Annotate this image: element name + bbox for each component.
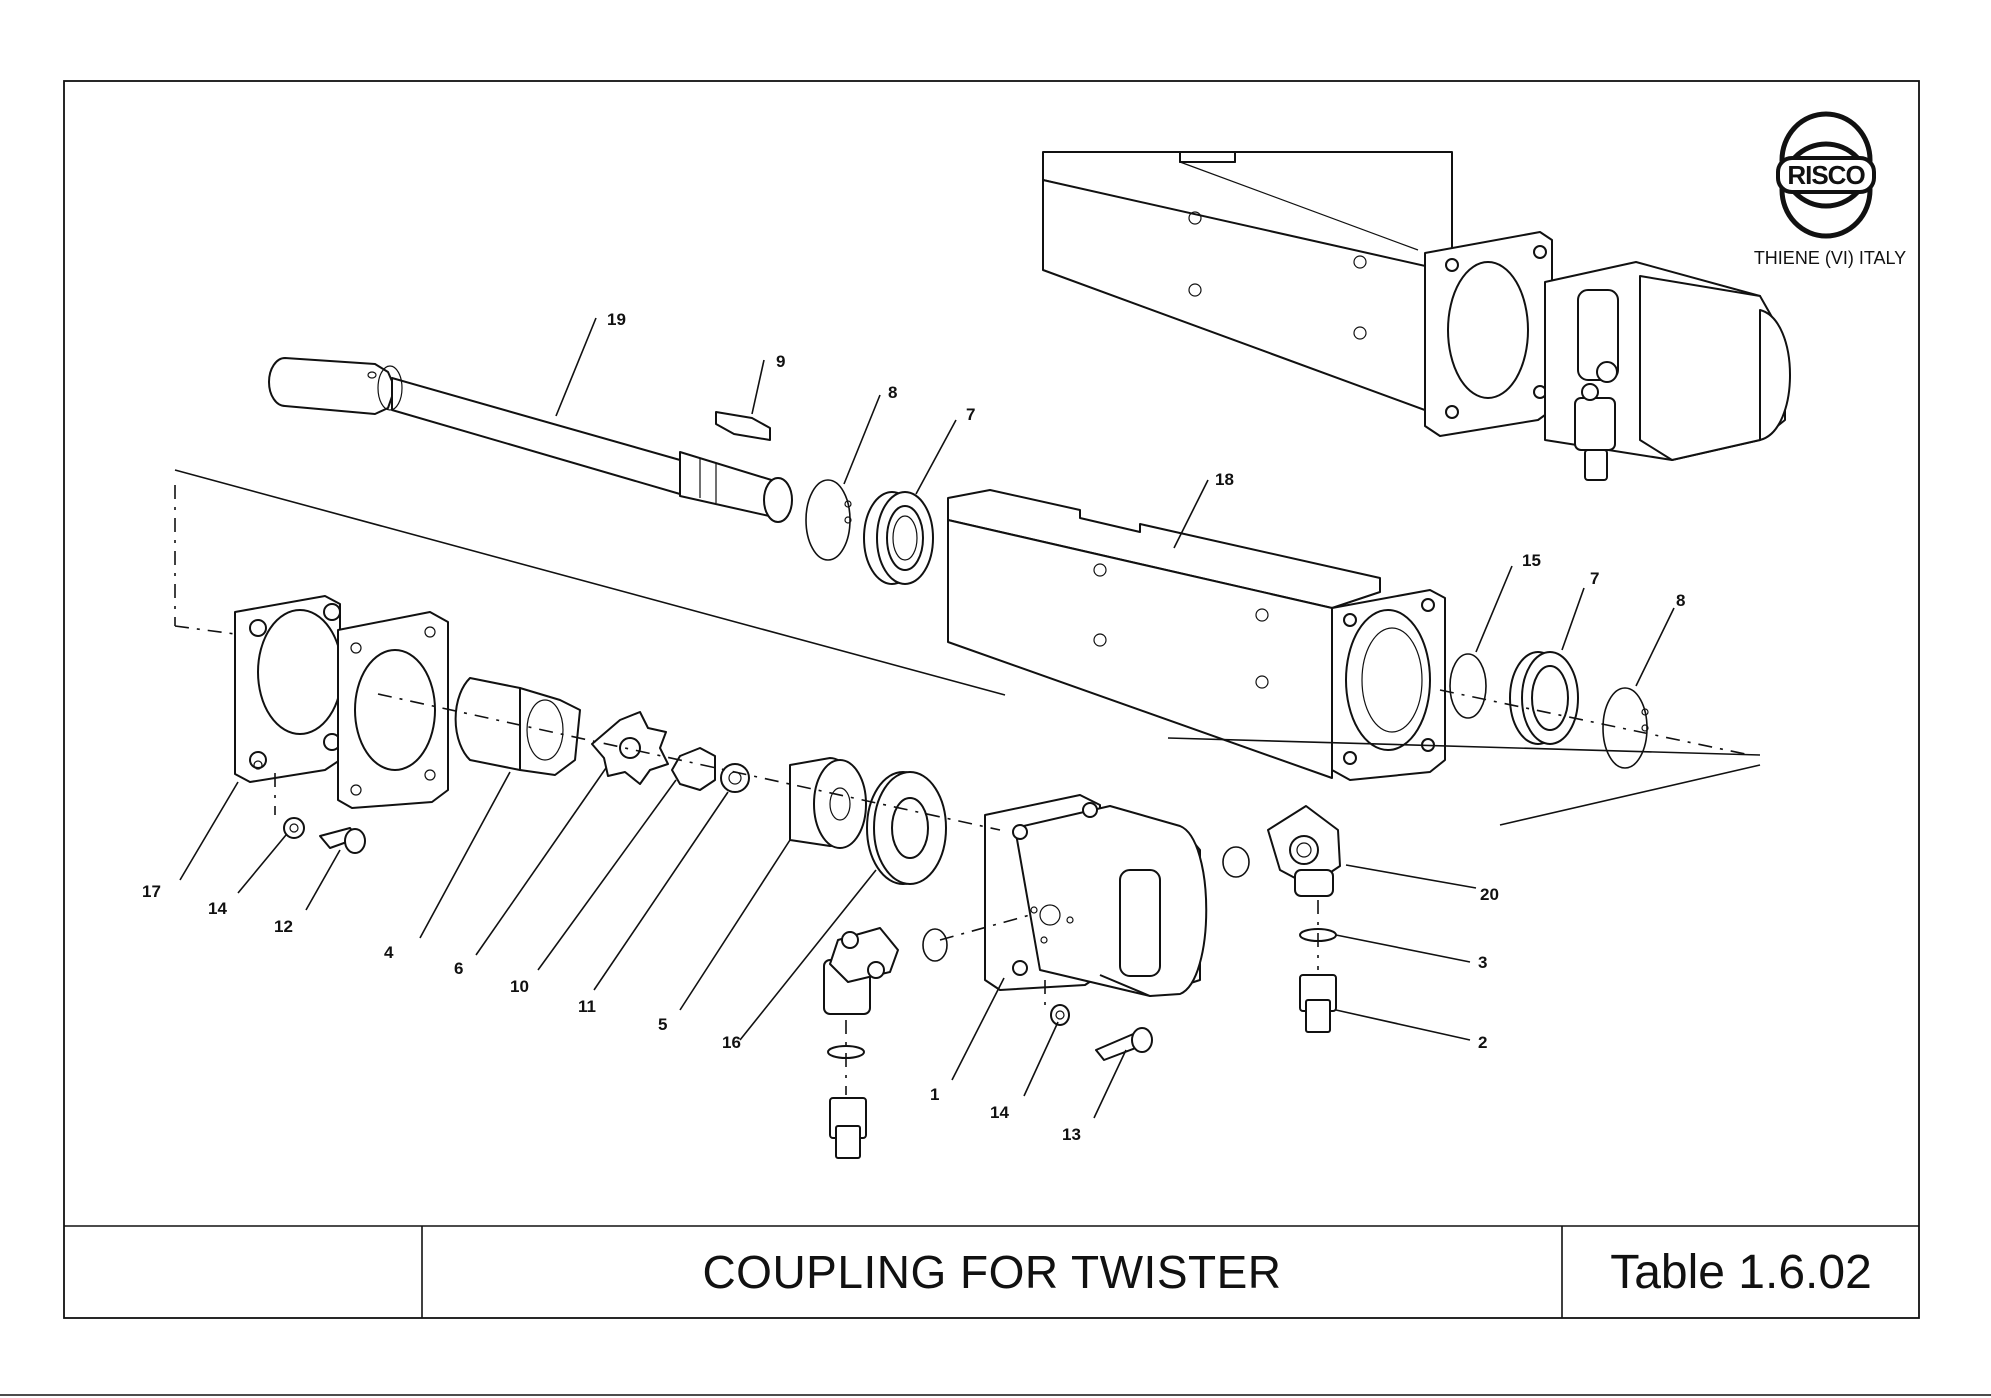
screw-12	[319, 827, 366, 854]
coupling-half-4	[454, 677, 581, 776]
coupling-half-5	[789, 757, 867, 849]
table-number: Table 1.6.02	[1610, 1245, 1872, 1299]
shaft-19	[268, 357, 793, 523]
callout-18: 18	[1215, 470, 1234, 489]
callout-11: 11	[578, 997, 596, 1016]
drawing-title: COUPLING FOR TWISTER	[702, 1246, 1282, 1298]
callout-4: 4	[384, 943, 394, 962]
screw-13	[1095, 1027, 1153, 1061]
callout-10: 10	[510, 977, 529, 996]
callout-8: 8	[1676, 591, 1685, 610]
callout-17: 17	[142, 882, 161, 901]
callout-1: 1	[930, 1085, 939, 1104]
leader-lines	[179, 317, 1675, 1119]
risco-logo	[1776, 111, 1876, 239]
washer-14-right	[1050, 1004, 1070, 1026]
elbow-fitting-20	[1267, 805, 1341, 1033]
callout-3: 3	[1478, 953, 1487, 972]
drawing-frame	[63, 80, 1920, 1319]
callout-6: 6	[454, 959, 463, 978]
elbow-fitting-left	[823, 927, 899, 1159]
logo-brand-text: RISCO	[1787, 160, 1865, 190]
circlip-8-upper	[805, 479, 851, 561]
callout-15: 15	[1522, 551, 1541, 570]
callout-7: 7	[1590, 569, 1599, 588]
bearing-7-right	[1509, 651, 1579, 745]
callout-5: 5	[658, 1015, 667, 1034]
callout-8: 8	[888, 383, 897, 402]
circlip-15	[1449, 653, 1487, 719]
o-ring-left	[922, 928, 948, 962]
key-9	[715, 411, 771, 441]
callout-7: 7	[966, 405, 975, 424]
callout-14: 14	[990, 1103, 1009, 1122]
ring-16	[866, 771, 947, 885]
callout-13: 13	[1062, 1125, 1081, 1144]
spider-6	[591, 711, 669, 785]
housing-18	[947, 489, 1446, 781]
callout-20: 20	[1480, 885, 1499, 904]
callout-19: 19	[607, 310, 626, 329]
callout-9: 9	[776, 352, 785, 371]
bearing-7-upper	[863, 491, 934, 585]
washer-14-left	[283, 817, 305, 839]
callout-16: 16	[722, 1033, 741, 1052]
flange-plate	[337, 611, 449, 809]
callout-14: 14	[208, 899, 227, 918]
assembled-view	[1042, 151, 1791, 481]
nut-10	[671, 747, 716, 791]
callout-2: 2	[1478, 1033, 1487, 1052]
flange-17	[234, 595, 343, 783]
construction-lines	[174, 469, 1761, 1095]
callout-12: 12	[274, 917, 293, 936]
circlip-8-right	[1602, 687, 1648, 769]
o-ring-right	[1222, 846, 1250, 878]
washer-11	[720, 763, 750, 793]
logo-location: THIENE (VI) ITALY	[1753, 248, 1907, 268]
pump-motor-1	[984, 794, 1208, 997]
